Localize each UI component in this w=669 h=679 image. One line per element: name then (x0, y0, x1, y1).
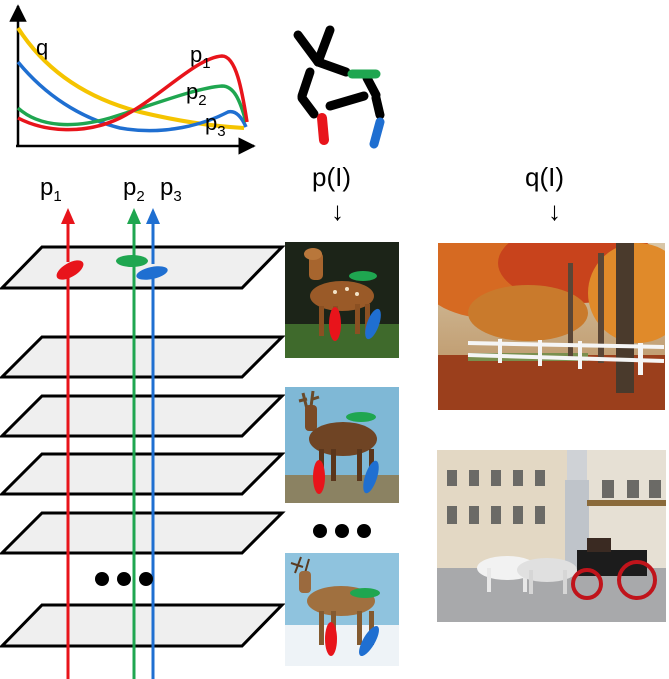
stack-label-p3: p3 (160, 174, 182, 205)
arrowhead-p1 (61, 208, 75, 224)
horse-carriage-photo (437, 450, 666, 622)
deer-ellipsis (313, 524, 371, 538)
part-blob-blue (136, 266, 168, 280)
plot-label-p3: p3 (205, 110, 226, 140)
deer-photo (285, 387, 399, 503)
curve-p3 (16, 60, 248, 133)
plane (0, 245, 286, 290)
curve-p1 (17, 54, 249, 132)
curve-p2 (16, 84, 248, 127)
part-blob-green (116, 255, 148, 267)
density-plot: q p1 p2 p3 (9, 4, 256, 155)
stack-label-p2: p2 (123, 174, 145, 205)
plot-label-q: q (36, 35, 48, 60)
arrowhead-p2 (127, 208, 141, 224)
part-blob-red (56, 260, 84, 280)
plot-label-p2: p2 (186, 79, 207, 109)
plane (0, 452, 286, 496)
arrowhead-p3 (146, 208, 160, 224)
plane (0, 335, 286, 379)
p-column-title: p(I) (312, 162, 351, 192)
stacked-planes (0, 245, 286, 648)
autumn-park-photo (438, 243, 665, 410)
p-column-arrow: ↓ (331, 196, 344, 226)
q-column-title: q(I) (525, 162, 564, 192)
deer-photo (285, 242, 399, 358)
plane (0, 511, 286, 555)
plane (0, 603, 286, 648)
plane (0, 394, 286, 438)
deer-photo (285, 553, 399, 666)
plot-label-p1: p1 (190, 42, 211, 72)
curve-q (16, 26, 245, 130)
stack-ellipsis (95, 572, 153, 586)
stack-label-p1: p1 (40, 174, 62, 205)
q-column-arrow: ↓ (548, 196, 561, 226)
stick-figure-icon (293, 25, 385, 149)
